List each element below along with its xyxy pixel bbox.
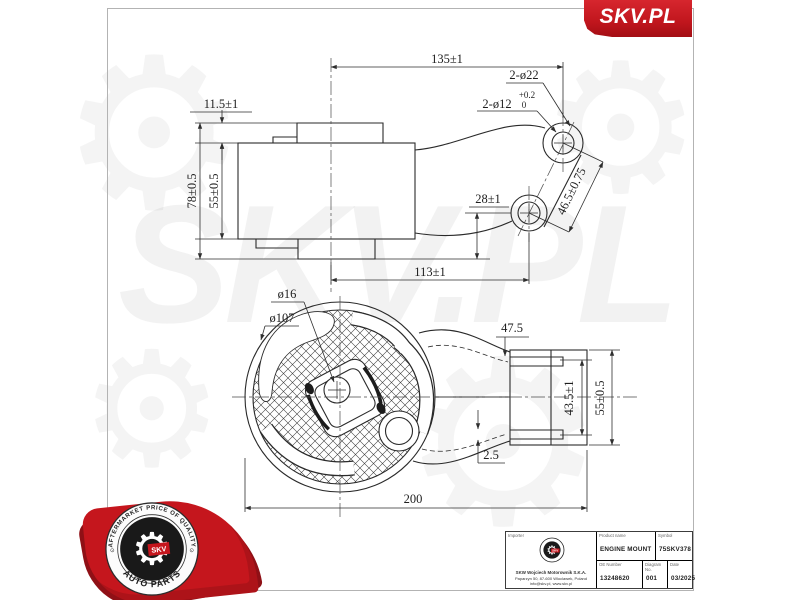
company-name: SKW Wojciech Motorownik S.K.A. xyxy=(515,569,587,575)
dim-bracket-inner-height: 43.5±1 xyxy=(562,381,576,416)
dimensions xyxy=(190,62,620,512)
dim-small-holes: 2-ø12 xyxy=(482,97,511,111)
dim-bore-dia: ø16 xyxy=(278,287,297,301)
center-lines xyxy=(232,58,640,518)
title-block-symbol-cell: Symbol 75SKV378 xyxy=(656,532,692,561)
dim-body-height: 55±0.5 xyxy=(207,174,221,209)
date-value: 03/2025 xyxy=(671,575,696,582)
title-block-oe-cell: OE Number 13248620 xyxy=(597,561,643,588)
importer-logo-badge: ⚙ SKV xyxy=(539,537,565,563)
dim-pin-offset: 2.5 xyxy=(483,448,499,462)
oe-number-value: 13248620 xyxy=(600,575,630,582)
symbol-value: 75SKV378 xyxy=(659,546,692,553)
product-name-value: ENGINE MOUNT xyxy=(600,546,652,553)
title-block-date-cell: Date 03/2025 xyxy=(668,561,696,588)
dim-hole-spacing: 46.5±0.75 xyxy=(554,165,589,217)
sheet-border-frame xyxy=(107,8,694,591)
symbol-label: Symbol xyxy=(658,533,673,538)
skv-quality-badge: ⚙ SKV AFTERMARKET PRICE OF QUALITY AUTO … xyxy=(105,502,199,596)
brand-logo-text: SKV.PL xyxy=(599,5,677,28)
company-contact: info@skv.pl, www.skv.pl xyxy=(529,580,573,586)
dim-small-holes-tol-minus: 0 xyxy=(522,100,527,110)
dim-flange-height: 11.5±1 xyxy=(204,97,239,111)
importer-label: Importer xyxy=(508,533,524,538)
product-name-label: Product name xyxy=(599,533,626,538)
importer-address: SKW Wojciech Motorownik S.K.A. Paparzyn … xyxy=(506,570,596,586)
badge-side-mark-right: ⊙ xyxy=(189,548,194,554)
company-street: Paparzyn 50, 87-600 Wloclawek, Poland xyxy=(514,575,588,581)
badge-side-mark-left: ⊙ xyxy=(110,548,115,554)
dim-overall-length: 200 xyxy=(404,492,423,506)
title-block-importer-cell: Importer ⚙ SKV SKW Wojciech Motorownik S… xyxy=(506,532,597,588)
dim-hole-to-edge: 28±1 xyxy=(475,192,501,206)
title-block-product-cell: Product name ENGINE MOUNT xyxy=(597,532,656,561)
brand-logo-box: SKV.PL xyxy=(584,0,692,37)
badge-skv-label: SKV xyxy=(151,544,167,555)
dim-large-holes: 2-ø22 xyxy=(509,68,538,82)
top-view xyxy=(237,122,584,260)
dim-bracket-width: 47.5 xyxy=(501,321,523,335)
date-label: Date xyxy=(670,562,680,567)
diagram-no-label: Diagram No. xyxy=(645,562,662,572)
dim-lower-width: 113±1 xyxy=(414,265,445,279)
oe-number-label: OE Number xyxy=(599,562,622,567)
dim-total-height: 78±0.5 xyxy=(185,174,199,209)
dim-small-holes-tol-plus: +0.2 xyxy=(519,90,535,100)
dim-overall-width: 135±1 xyxy=(431,52,463,66)
title-block: Importer ⚙ SKV SKW Wojciech Motorownik S… xyxy=(505,531,696,589)
title-block-diagram-cell: Diagram No. 001 xyxy=(643,561,668,588)
diagram-no-value: 001 xyxy=(646,575,658,582)
dim-bracket-height: 55±0.5 xyxy=(593,381,607,416)
dim-outer-dia: ø107 xyxy=(270,311,295,325)
importer-skv-label: SKV xyxy=(552,549,558,553)
